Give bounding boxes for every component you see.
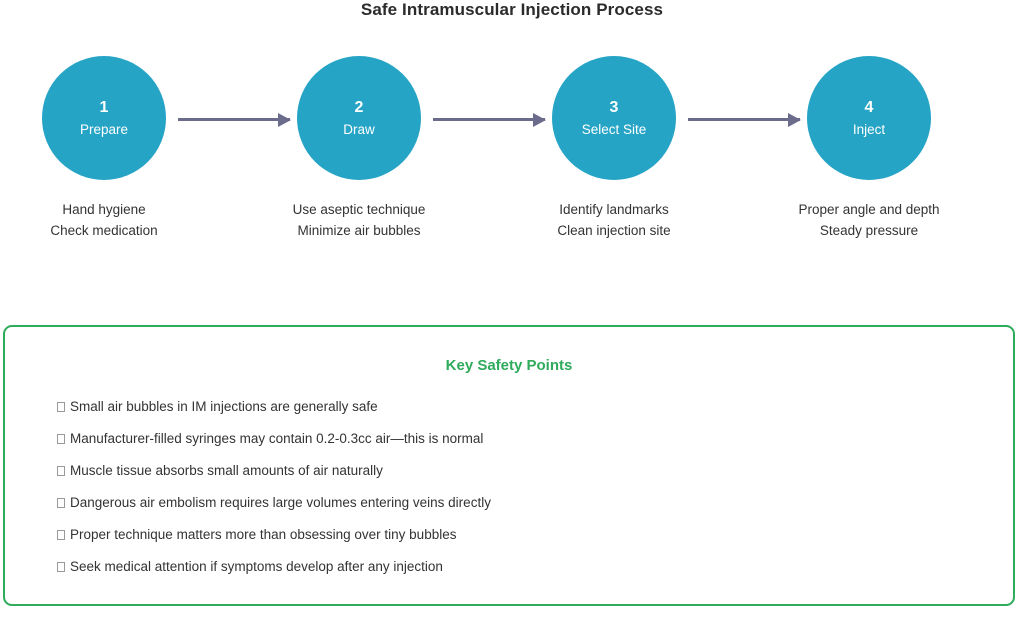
flow-arrow-1-2 <box>178 112 291 127</box>
step-number: 2 <box>354 98 364 116</box>
step-details-2: Use aseptic technique Minimize air bubbl… <box>249 199 469 241</box>
step-number: 3 <box>609 98 619 116</box>
step-circle-4[interactable]: 4 Inject <box>807 56 931 180</box>
step-detail-line: Proper angle and depth <box>798 202 940 217</box>
flow-arrow-2-3 <box>433 112 546 127</box>
checkbox-glyph-icon <box>55 527 66 545</box>
safety-point-text: Small air bubbles in IM injections are g… <box>70 399 378 414</box>
safety-points-list: Small air bubbles in IM injections are g… <box>5 398 1013 577</box>
page-title: Safe Intramuscular Injection Process <box>360 0 664 19</box>
step-number: 4 <box>864 98 874 116</box>
safety-point-text: Proper technique matters more than obses… <box>70 527 457 542</box>
step-detail-line: Identify landmarks <box>559 202 669 217</box>
step-name: Select Site <box>581 121 647 137</box>
list-item: Small air bubbles in IM injections are g… <box>5 398 1013 417</box>
step-number: 1 <box>99 98 109 116</box>
step-name: Inject <box>852 121 886 137</box>
safety-point-text: Muscle tissue absorbs small amounts of a… <box>70 463 383 478</box>
step-name: Draw <box>343 121 375 137</box>
safety-point-text: Seek medical attention if symptoms devel… <box>70 559 443 574</box>
safety-point-text: Manufacturer-filled syringes may contain… <box>70 431 484 446</box>
list-item: Seek medical attention if symptoms devel… <box>5 558 1013 577</box>
flow-step-2[interactable]: 2 Draw Use aseptic technique Minimize ai… <box>249 56 469 241</box>
checkbox-glyph-icon <box>55 463 66 481</box>
process-flow: 1 Prepare Hand hygiene Check medication … <box>0 56 1024 306</box>
safety-panel-heading: Key Safety Points <box>445 357 573 374</box>
step-detail-line: Clean injection site <box>557 223 671 238</box>
step-detail-line: Use aseptic technique <box>292 202 426 217</box>
step-details-3: Identify landmarks Clean injection site <box>504 199 724 241</box>
step-detail-line: Steady pressure <box>819 223 919 238</box>
step-detail-line: Minimize air bubbles <box>297 223 421 238</box>
safety-point-text: Dangerous air embolism requires large vo… <box>70 495 491 510</box>
list-item: Muscle tissue absorbs small amounts of a… <box>5 462 1013 481</box>
step-detail-line: Hand hygiene <box>62 202 146 217</box>
step-name: Prepare <box>79 121 129 137</box>
checkbox-glyph-icon <box>55 495 66 513</box>
step-details-1: Hand hygiene Check medication <box>0 199 214 241</box>
step-circle-2[interactable]: 2 Draw <box>297 56 421 180</box>
flow-arrow-3-4 <box>688 112 801 127</box>
checkbox-glyph-icon <box>55 559 66 577</box>
list-item: Dangerous air embolism requires large vo… <box>5 494 1013 513</box>
flow-step-1[interactable]: 1 Prepare Hand hygiene Check medication <box>0 56 214 241</box>
flow-step-3[interactable]: 3 Select Site Identify landmarks Clean i… <box>504 56 724 241</box>
checkbox-glyph-icon <box>55 399 66 417</box>
list-item: Proper technique matters more than obses… <box>5 526 1013 545</box>
step-circle-3[interactable]: 3 Select Site <box>552 56 676 180</box>
step-details-4: Proper angle and depth Steady pressure <box>759 199 979 241</box>
step-detail-line: Check medication <box>50 223 158 238</box>
flow-step-4[interactable]: 4 Inject Proper angle and depth Steady p… <box>759 56 979 241</box>
step-circle-1[interactable]: 1 Prepare <box>42 56 166 180</box>
checkbox-glyph-icon <box>55 431 66 449</box>
list-item: Manufacturer-filled syringes may contain… <box>5 430 1013 449</box>
key-safety-points-panel: Key Safety Points Small air bubbles in I… <box>3 325 1015 606</box>
